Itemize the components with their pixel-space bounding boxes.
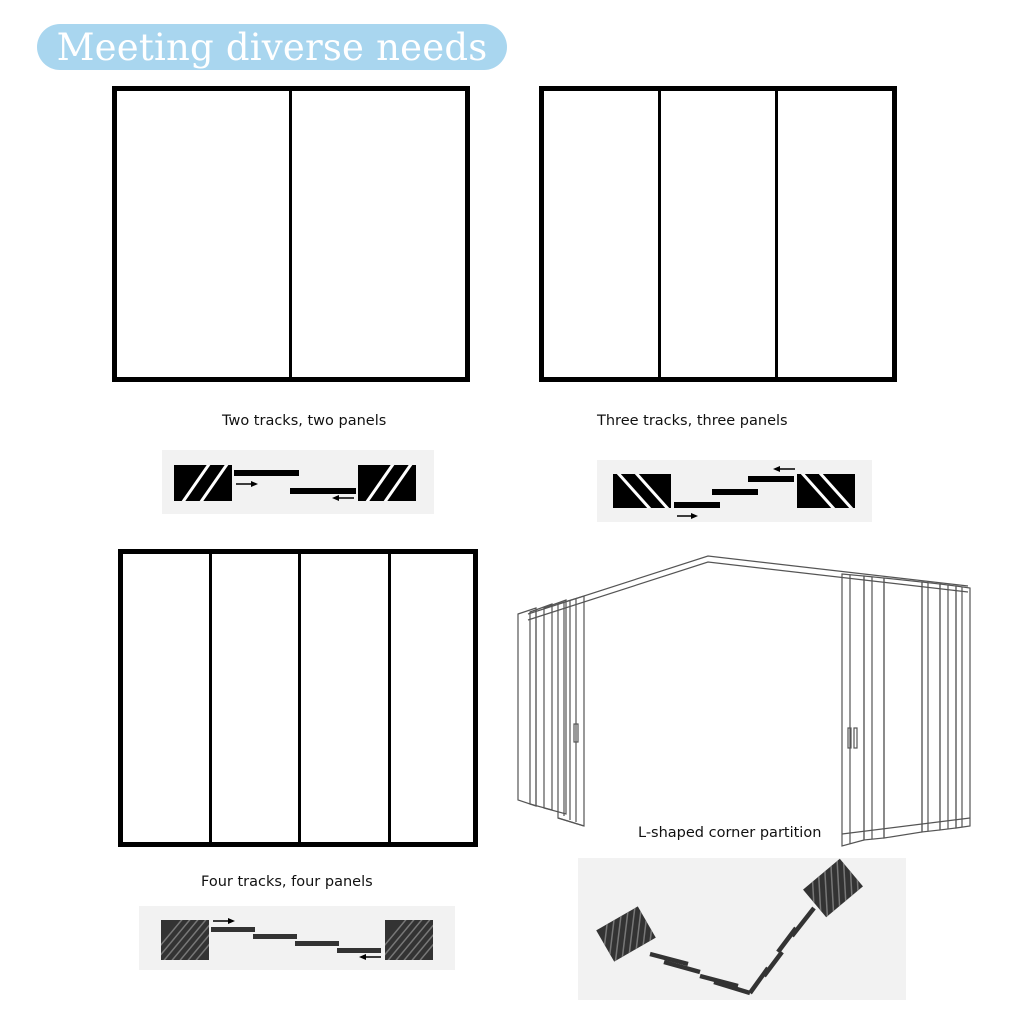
sliding-panel-2 bbox=[663, 959, 701, 975]
four-panel-door-elevation bbox=[118, 549, 478, 847]
sliding-panel-1 bbox=[234, 470, 299, 476]
panel-divider bbox=[298, 554, 301, 842]
caption-two-tracks: Two tracks, two panels bbox=[222, 413, 387, 429]
sliding-panel-2 bbox=[253, 934, 297, 939]
three-track-plan-diagram bbox=[613, 466, 855, 519]
sliding-panel-1 bbox=[649, 951, 689, 967]
l-shaped-plan-diagram bbox=[596, 858, 863, 996]
page-title: Meeting diverse needs bbox=[56, 25, 488, 69]
sliding-panel-3 bbox=[748, 476, 794, 482]
caption-three-tracks: Three tracks, three panels bbox=[597, 413, 788, 429]
fixed-wall-right bbox=[803, 858, 863, 918]
caption-four-tracks: Four tracks, four panels bbox=[201, 874, 373, 890]
panel-divider bbox=[209, 554, 212, 842]
caption-l-shaped: L-shaped corner partition bbox=[638, 825, 822, 841]
sliding-panel-3 bbox=[699, 973, 739, 989]
four-track-plan-diagram bbox=[161, 918, 433, 960]
sliding-panel-2 bbox=[290, 488, 356, 494]
sliding-panel-6 bbox=[762, 950, 784, 978]
sliding-panel-1 bbox=[674, 502, 720, 508]
sliding-panel-8 bbox=[790, 906, 816, 938]
sliding-panel-4 bbox=[713, 979, 751, 996]
panel-divider bbox=[289, 91, 292, 377]
sliding-panel-1 bbox=[211, 927, 255, 932]
l-shaped-partition-illustration bbox=[517, 555, 971, 847]
sliding-panel-3 bbox=[295, 941, 339, 946]
three-panel-door-elevation bbox=[539, 86, 897, 382]
panel-divider bbox=[775, 91, 778, 377]
two-track-plan-diagram bbox=[174, 465, 416, 501]
two-panel-door-elevation bbox=[112, 86, 470, 382]
panel-divider bbox=[388, 554, 391, 842]
sliding-panel-2 bbox=[712, 489, 758, 495]
sliding-panel-4 bbox=[337, 948, 381, 953]
panel-divider bbox=[658, 91, 661, 377]
title-banner: Meeting diverse needs bbox=[37, 24, 507, 70]
